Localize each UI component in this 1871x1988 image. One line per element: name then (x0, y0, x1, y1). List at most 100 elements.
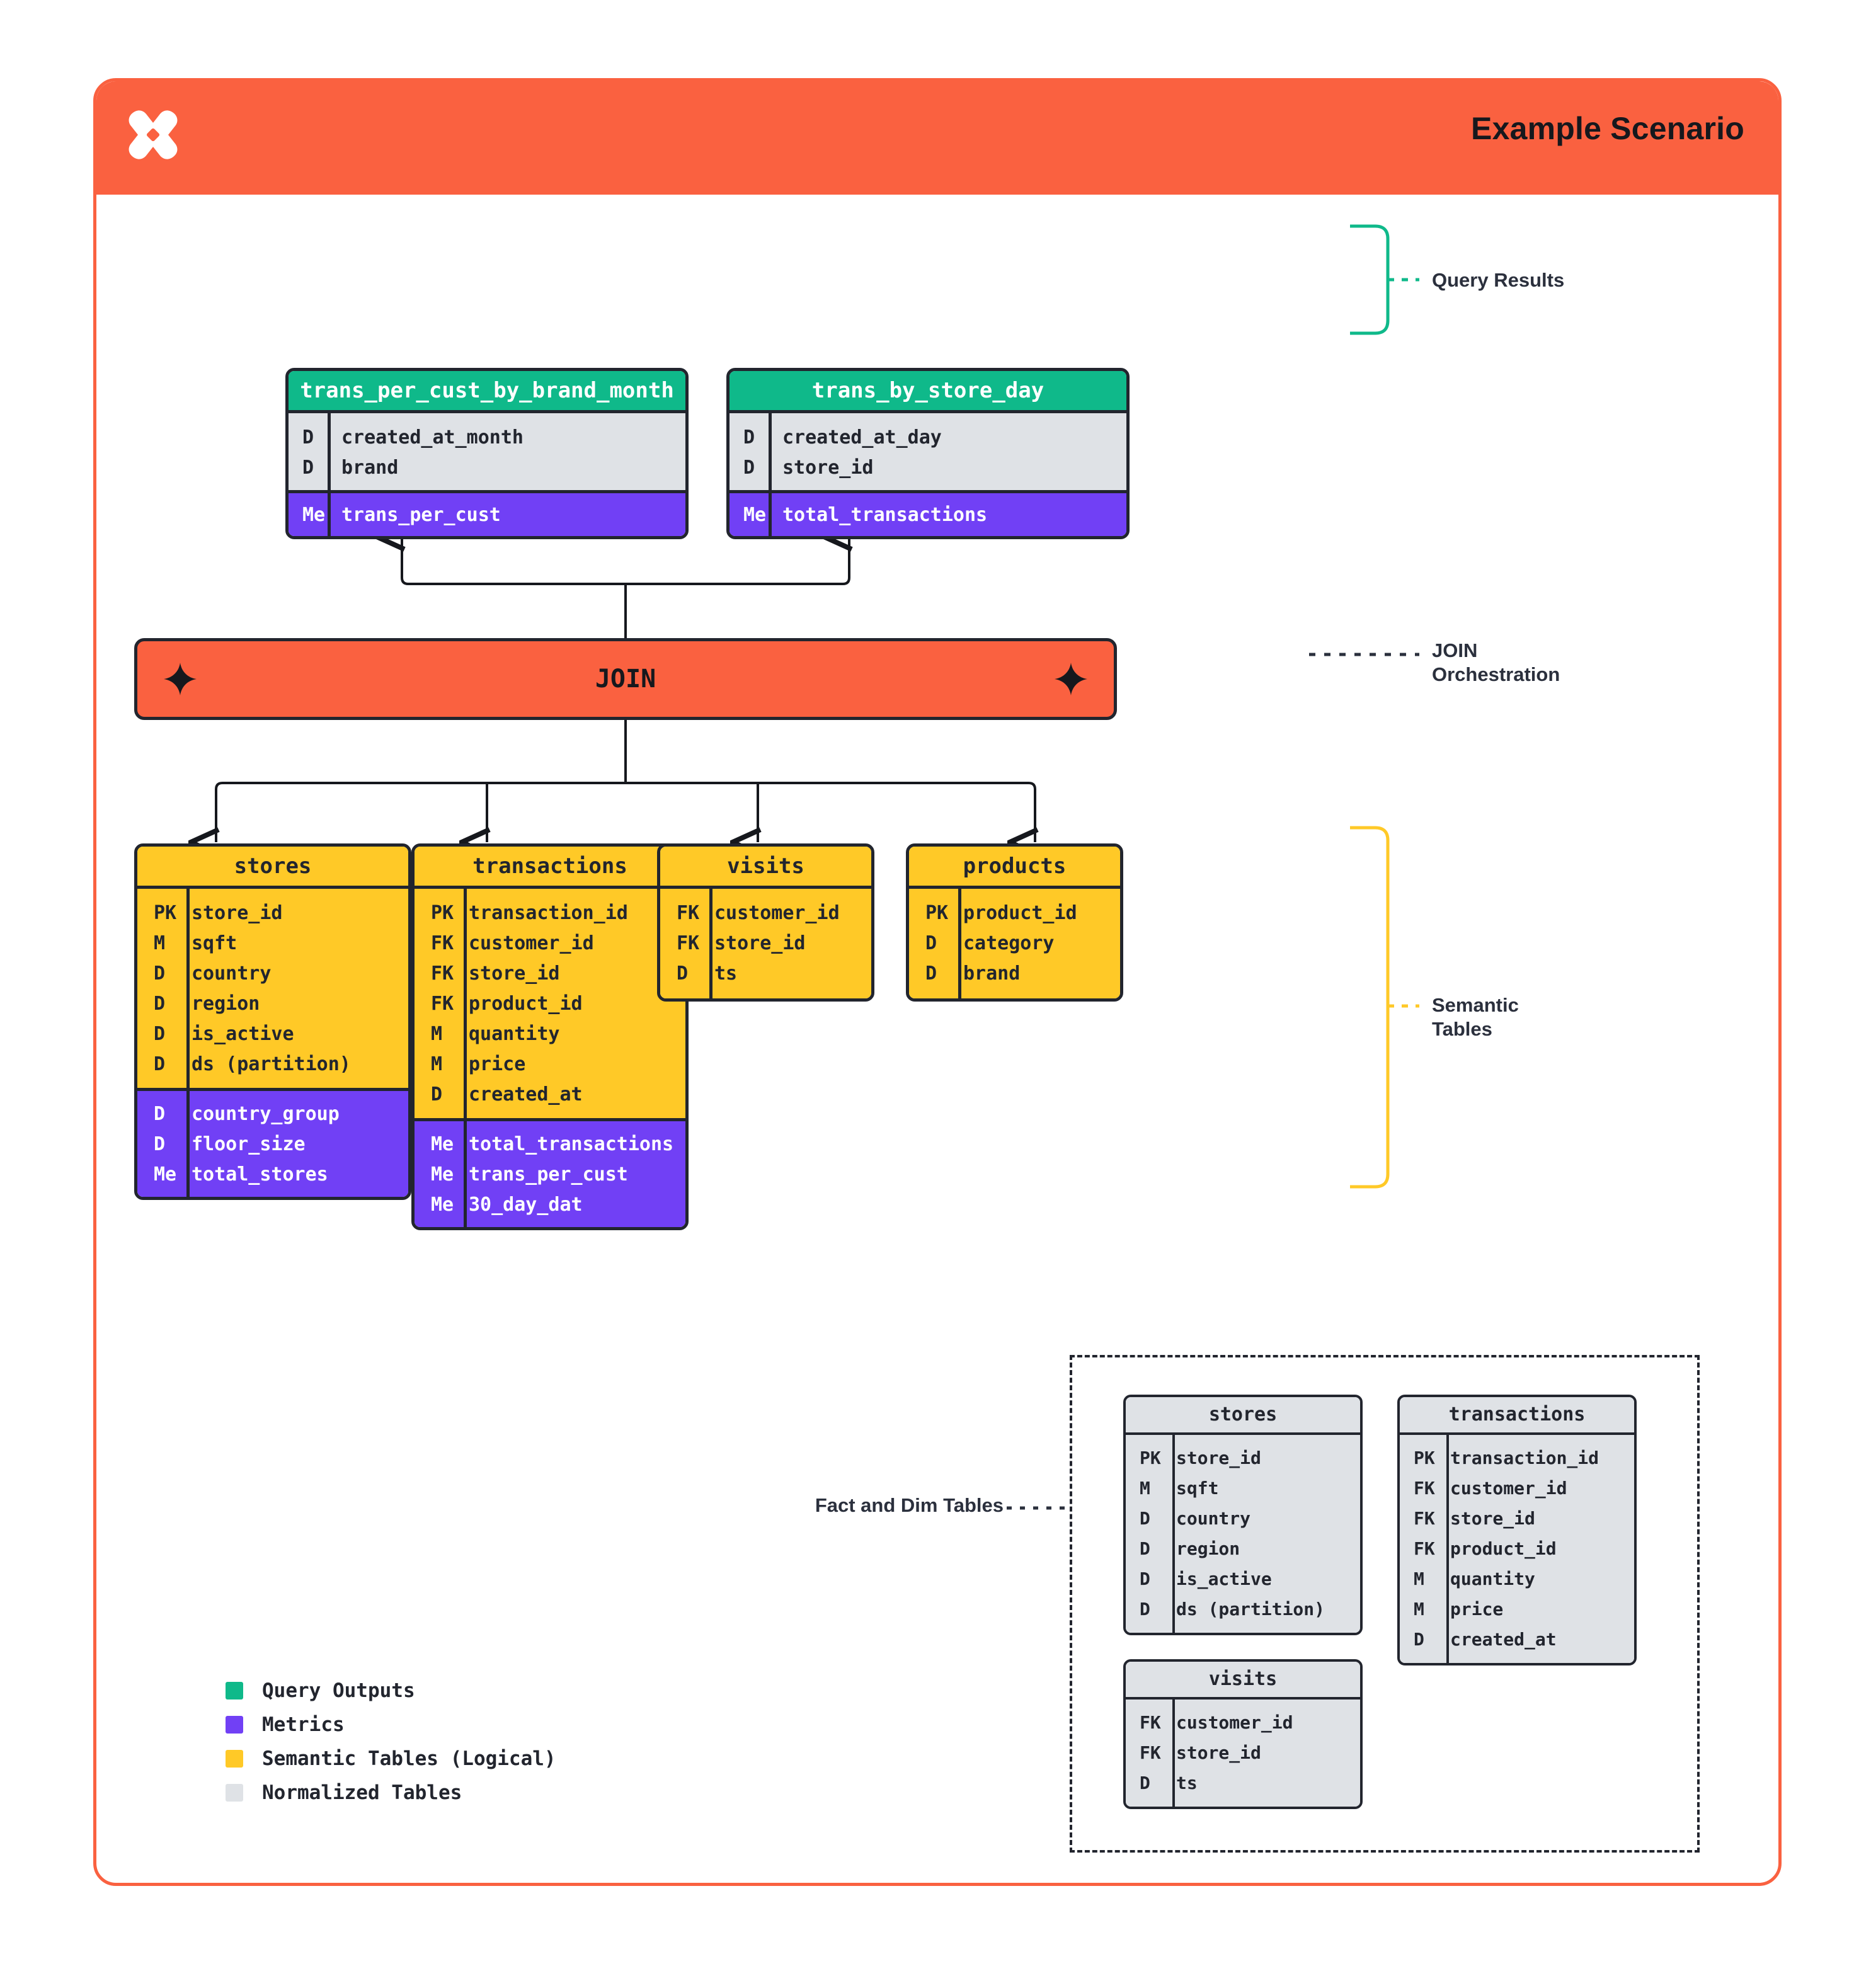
table-row[interactable]: D store_id (730, 452, 1126, 483)
sparkle-icon (163, 661, 198, 697)
row-key: D (925, 962, 937, 985)
sparkle-icon (1053, 661, 1089, 697)
row-field: product_id (963, 901, 1077, 924)
row-field: product_id (469, 992, 583, 1015)
legend-label: Query Outputs (262, 1679, 415, 1702)
row-key: D (154, 1022, 166, 1045)
table-row[interactable]: FK customer_id (1400, 1473, 1634, 1503)
table-row[interactable]: D created_at_month (289, 422, 685, 452)
legend-item: Metrics (226, 1708, 556, 1742)
row-field: trans_per_cust (341, 503, 501, 526)
row-key: D (1140, 1772, 1150, 1793)
table-title: stores (1126, 1397, 1360, 1432)
row-field: country (1176, 1507, 1251, 1529)
join-orchestration-annotation: JOIN Orchestration (1432, 639, 1560, 687)
row-field: 30_day_dat (469, 1193, 583, 1216)
table-row[interactable]: Me trans_per_cust (289, 500, 685, 530)
row-field: store_id (714, 932, 806, 954)
table-title: transactions (415, 847, 685, 886)
table-row[interactable]: Me total_transactions (730, 500, 1126, 530)
row-field: total_stores (192, 1163, 328, 1185)
row-key: D (154, 1133, 166, 1155)
join-orchestration-bar[interactable]: JOIN (134, 638, 1117, 720)
row-key: D (431, 1083, 443, 1105)
row-field: customer_id (714, 901, 840, 924)
row-key: PK (1414, 1447, 1435, 1468)
column-divider (769, 493, 772, 536)
row-key: FK (1414, 1477, 1435, 1499)
table-title: trans_by_store_day (730, 371, 1126, 410)
row-field: customer_id (1450, 1477, 1567, 1499)
column-divider (464, 1121, 467, 1227)
table-title: visits (1126, 1662, 1360, 1697)
query-result-table-0[interactable]: trans_per_cust_by_brand_month D created_… (285, 368, 689, 539)
query-results-bracket (1350, 224, 1390, 335)
row-field: trans_per_cust (469, 1163, 628, 1185)
row-key: FK (431, 932, 454, 954)
row-field: store_id (1176, 1742, 1261, 1763)
fact-dim-group-box (1070, 1355, 1700, 1853)
row-field: brand (963, 962, 1021, 985)
row-key: Me (431, 1133, 454, 1155)
legend-swatch-semantic-tables (226, 1750, 243, 1768)
table-row[interactable]: Me total_transactions (415, 1129, 685, 1159)
row-field: created_at_day (782, 426, 942, 448)
row-key: PK (1140, 1447, 1161, 1468)
table-row[interactable]: D brand (289, 452, 685, 483)
row-field: ts (714, 962, 738, 985)
row-key: M (154, 932, 166, 954)
table-row[interactable]: D created_at_day (730, 422, 1126, 452)
column-divider (328, 493, 331, 536)
row-field: total_transactions (469, 1133, 674, 1155)
query-result-table-1[interactable]: trans_by_store_day D created_at_day D st… (726, 368, 1130, 539)
